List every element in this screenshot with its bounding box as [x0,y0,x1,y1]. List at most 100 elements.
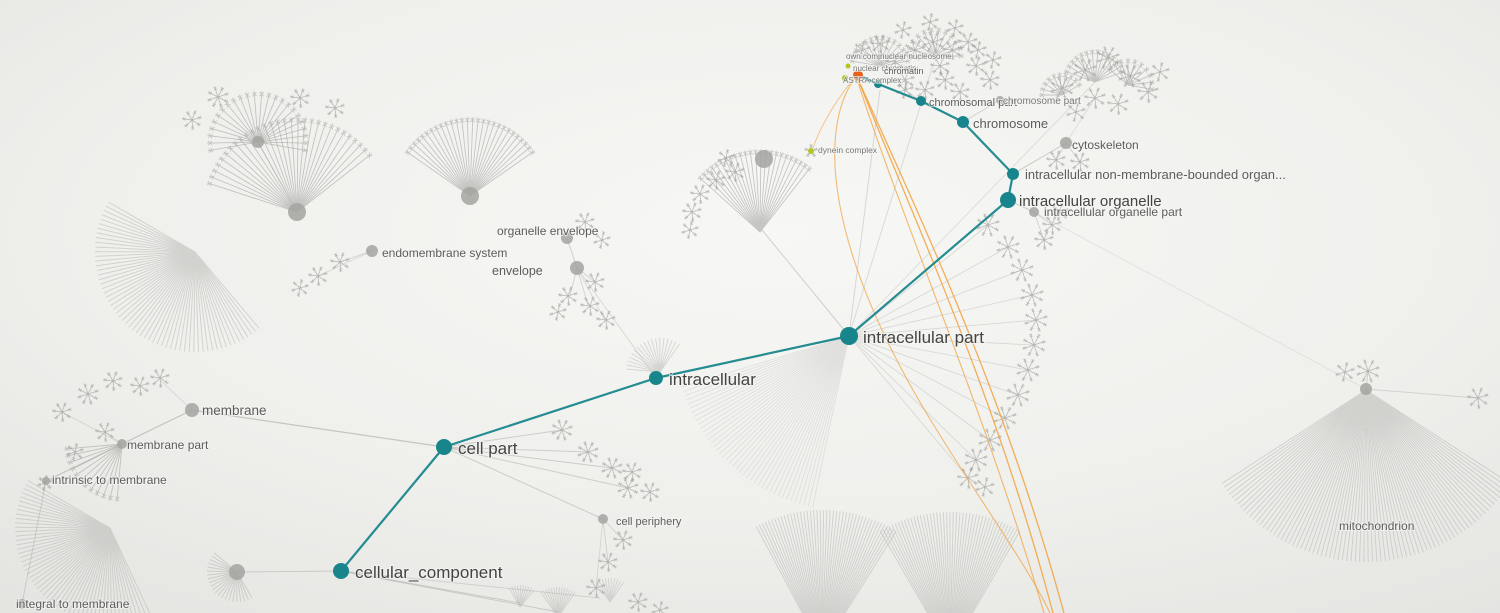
node-integral-to-membrane[interactable] [17,599,27,609]
node-envelope[interactable] [570,261,584,275]
node-cell-part[interactable] [436,439,452,455]
fan-spoke [183,251,196,352]
node-cytoskeleton[interactable] [1060,137,1072,149]
leaf-asterisk [237,94,244,101]
leaf-asterisk [90,383,95,388]
node-topleft-fan-hub[interactable] [288,203,306,221]
leaf-asterisk [52,409,57,413]
fan-spoke [85,443,123,486]
fan-spoke [214,121,259,143]
node-chromosomal-part[interactable] [916,96,926,106]
fan-spoke [891,524,933,613]
fan-spoke [636,346,661,373]
leaf-asterisk [742,150,749,157]
leaf-asterisk [610,322,615,327]
burst-center [630,470,634,474]
node-intrinsic-to-membrane[interactable] [42,477,50,485]
node-cellular-component[interactable] [333,563,349,579]
leaf-asterisk [659,601,664,606]
fan-spoke [17,504,111,529]
leaf-asterisk [327,111,332,116]
burst-cluster [935,70,955,90]
leaf-asterisk [1131,83,1136,88]
fan-spoke [685,335,850,401]
node-topcenter-fan-hub[interactable] [461,187,479,205]
leaf-asterisk [692,202,697,207]
fan-spoke [793,512,815,613]
leaf-asterisk [930,85,935,90]
leaf-asterisk [926,48,931,53]
node-membrane-part[interactable] [117,439,127,449]
node-bottom-sector-hub[interactable] [229,564,245,580]
node-mitochondrion[interactable] [1360,383,1372,395]
leaf-asterisk [1042,222,1047,226]
burst-center [976,48,980,52]
leaf-asterisk [1046,76,1053,83]
node-intracellular-part[interactable] [840,327,858,345]
node-intracellular-non-membrane-bounded-organelle[interactable] [1007,168,1019,180]
fan-spoke [469,122,490,197]
leaf-asterisk [611,315,616,320]
fan-spoke [519,588,533,608]
leaf-asterisk [529,149,536,156]
node-endomembrane-system[interactable] [366,245,378,257]
node-organelle-envelope[interactable] [561,232,573,244]
leaf-asterisk [960,45,965,50]
leaf-asterisk [957,45,962,50]
node-topleft-flower-hub[interactable] [252,136,264,148]
burst-cluster [580,296,600,316]
burst-center [988,78,992,82]
leaf-asterisk [902,21,907,26]
leaf-asterisk [1057,220,1062,225]
leaf-asterisk [995,219,1000,224]
leaf-asterisk [977,218,982,223]
leaf-asterisk [891,38,898,45]
fan-spoke [888,525,932,613]
node-organelle-part-hub[interactable] [1029,207,1039,217]
fan-spoke [1365,389,1391,561]
orange-edge [834,77,1051,613]
node-intracellular-organelle[interactable] [1000,192,1016,208]
fan-spoke [1109,69,1129,86]
leaf-asterisk [904,43,909,48]
gray-edge [848,319,1037,337]
node-intracellular[interactable] [649,371,663,385]
fan-spoke [296,126,332,213]
fan-spoke [1346,389,1367,561]
node-nucleus-hub[interactable] [755,150,773,168]
node-chromatin-junction[interactable] [874,80,882,88]
leaf-asterisk [67,445,72,450]
fan-spoke [1252,389,1367,520]
leaf-asterisk [1119,69,1124,74]
node-cell-periphery[interactable] [598,514,608,524]
leaf-asterisk [415,137,422,144]
label-own-complex: own complex [846,52,893,61]
leaf-asterisk [110,427,115,432]
leaf-asterisk [207,133,214,139]
label-membrane-part: membrane part [127,438,209,452]
leaf-asterisk [1107,101,1112,105]
leaf-asterisk [290,95,295,99]
leaf-asterisk [352,137,359,144]
fan-spoke [829,512,851,613]
node-membrane[interactable] [185,403,199,417]
node-nucleosome[interactable] [853,70,863,80]
burst-center [1116,102,1120,106]
fan-spoke [407,152,471,197]
leaf-asterisk [910,39,915,44]
node-chromosome[interactable] [957,116,969,128]
burst-center [594,586,598,590]
gray-edge [848,335,1029,371]
leaf-asterisk [1043,314,1048,319]
fan-spoke [1341,389,1367,561]
node-chromatin-green-dot[interactable] [845,63,851,69]
burst-cluster [984,51,1002,69]
leaf-asterisk [214,112,221,119]
node-astra-complex[interactable] [842,75,848,81]
leaf-asterisk [224,92,229,97]
fan-spoke [194,251,200,352]
node-dynein-complex[interactable] [808,148,814,154]
node-chromosome-part[interactable] [996,96,1004,104]
leaf-asterisk [929,13,934,18]
